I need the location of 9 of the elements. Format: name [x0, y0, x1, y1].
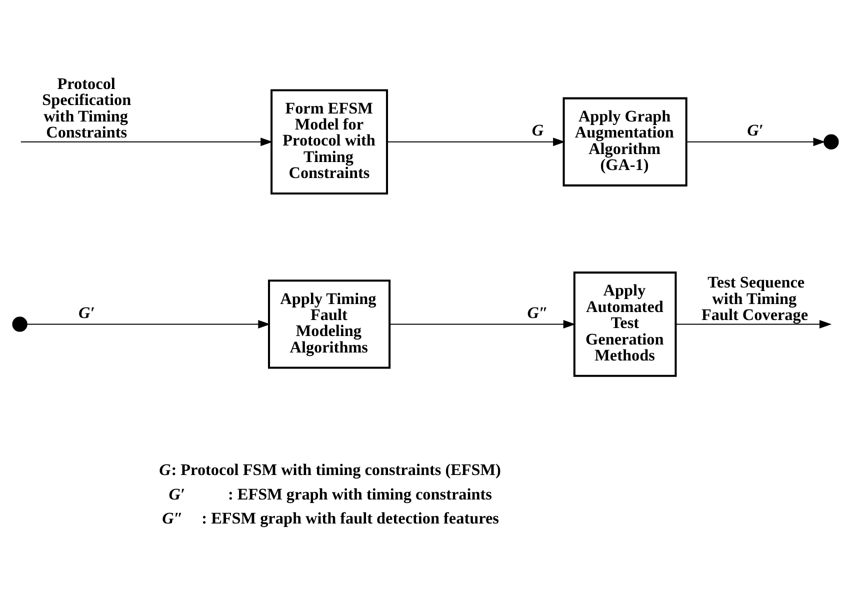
label: G″ : EFSM graph with fault detection features — [162, 510, 499, 528]
label: G: Protocol FSM with timing constraints (EFSM) — [159, 460, 501, 479]
edge-label: G″ — [527, 304, 548, 322]
edge-label: Test Sequence with Timing Fault Coverage — [702, 274, 808, 324]
edge-label: G — [532, 122, 544, 140]
edge-label: G′ — [747, 122, 764, 140]
edge-label: G′ — [78, 304, 95, 322]
label: G′ : EFSM graph with timing constraints — [168, 485, 492, 504]
edge-label: Protocol Specification with Timing Constraints — [42, 75, 132, 142]
